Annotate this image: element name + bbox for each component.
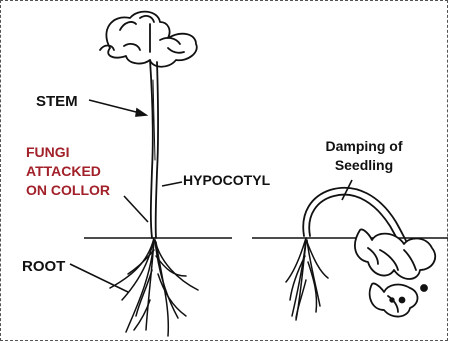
damping-pointer — [342, 180, 352, 200]
stem-pointer — [89, 100, 140, 113]
stem-label: STEM — [36, 93, 78, 110]
root-label: ROOT — [22, 258, 65, 275]
damping-label-line-1: Damping of — [314, 137, 414, 156]
hypocotyl-label: HYPOCOTYL — [183, 172, 270, 188]
fungi-label-line-1: FUNGI — [26, 143, 110, 162]
fungi-pointer — [124, 196, 148, 222]
label-pointers — [70, 100, 352, 292]
root-pointer — [70, 264, 128, 292]
collapsed-leaves — [355, 229, 435, 316]
damped-roots — [286, 238, 328, 320]
hypocotyl-pointer — [162, 182, 182, 186]
seedling-stem — [150, 60, 158, 238]
seedling-leaves — [100, 12, 197, 67]
fungi-label-line-3: ON COLLOR — [26, 181, 110, 200]
damped-seedling — [286, 188, 435, 320]
fungi-label-line-2: ATTACKED — [26, 162, 110, 181]
fungi-label: FUNGI ATTACKED ON COLLOR — [26, 143, 110, 200]
seedling-roots — [110, 238, 198, 336]
damping-label: Damping of Seedling — [314, 137, 414, 175]
damping-label-line-2: Seedling — [314, 156, 414, 175]
stem-pointer-arrow — [136, 109, 146, 116]
